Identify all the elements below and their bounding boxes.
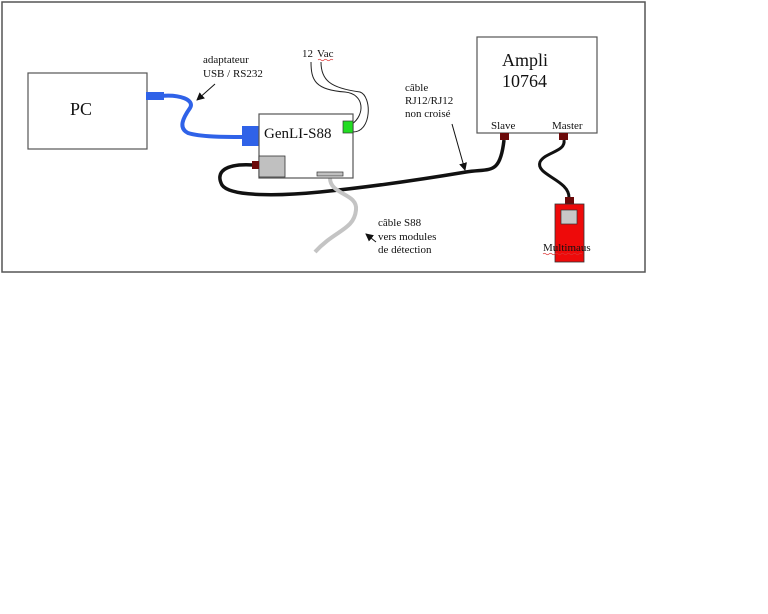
slave-connector <box>500 133 509 140</box>
usb-adapter-label-1: adaptateur <box>203 54 249 66</box>
pc-label: PC <box>70 99 92 119</box>
ampli-box: Ampli 10764 Slave Master <box>476 36 598 140</box>
usb-adapter-label-2: USB / RS232 <box>203 68 263 80</box>
rj12-arrow <box>451 123 467 171</box>
s88-connector <box>316 171 344 177</box>
power-label-unit: Vac <box>317 48 334 60</box>
multimaus: Multimaus <box>542 197 591 263</box>
master-connector <box>559 133 568 140</box>
genli-label: GenLI-S88 <box>264 126 332 142</box>
pc-box: PC <box>27 72 148 150</box>
spellcheck-underline <box>542 252 583 256</box>
rj12-label-3: non croisé <box>405 108 451 120</box>
s88-label-1: câble S88 <box>378 217 422 229</box>
power-connector <box>342 120 354 134</box>
s88-label-2: vers modules <box>378 231 436 243</box>
s88-cable <box>313 177 358 254</box>
slave-label: Slave <box>491 120 516 132</box>
s88-label-3: de détection <box>378 244 432 256</box>
genli-box: GenLI-S88 <box>252 113 354 179</box>
power-wire-2 <box>320 61 369 133</box>
rj12-plug <box>252 161 259 169</box>
rj12-label-1: câble <box>405 82 428 94</box>
serial-connector <box>242 126 259 146</box>
ampli-label-2: 10764 <box>502 71 547 91</box>
usb-plug <box>146 92 164 100</box>
rj12-label-2: RJ12/RJ12 <box>405 95 453 107</box>
multimaus-label: Multimaus <box>543 242 591 254</box>
spellcheck-underline <box>317 58 334 62</box>
rj12-cable <box>218 139 506 197</box>
usb-adapter-arrow <box>196 83 216 101</box>
multimaus-screen <box>560 209 578 225</box>
power-wire-1 <box>310 61 362 125</box>
s88-arrow <box>365 233 377 243</box>
master-cable <box>538 139 571 199</box>
ampli-label-1: Ampli <box>502 50 548 70</box>
power-label-num: 12 <box>302 48 313 60</box>
multimaus-connector <box>565 197 574 204</box>
master-label: Master <box>552 120 583 132</box>
usb-cable <box>159 93 245 139</box>
rj12-socket <box>258 155 286 178</box>
